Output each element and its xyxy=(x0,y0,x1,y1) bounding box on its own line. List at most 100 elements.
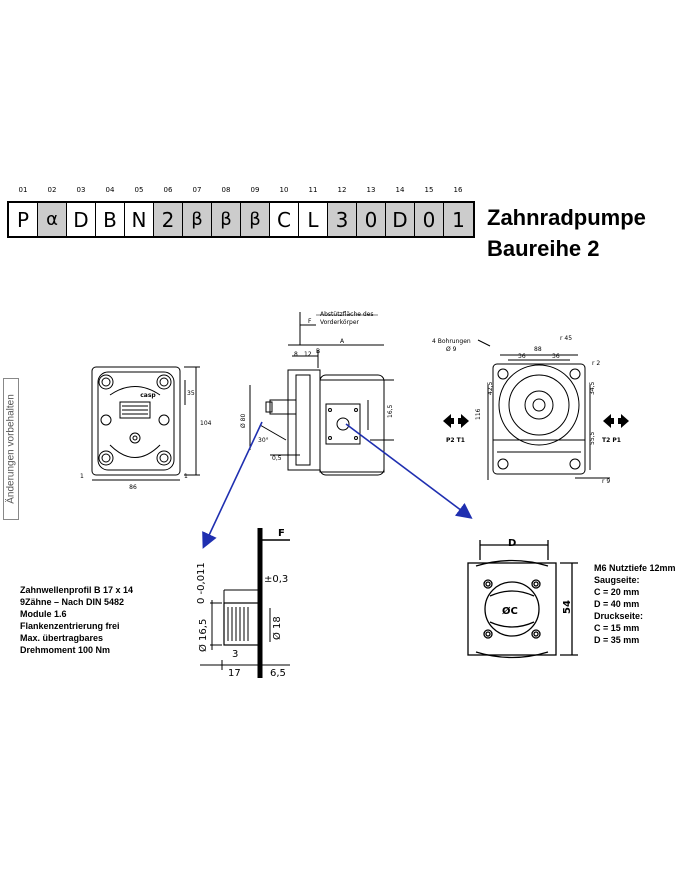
code-position-14: 14 xyxy=(395,186,405,194)
port-notes-line: Druckseite: xyxy=(594,611,644,621)
dim-104: 104 xyxy=(200,420,212,427)
code-cell-01: P xyxy=(9,203,38,236)
code-position-13: 13 xyxy=(366,186,376,194)
shaft-notes-line: Max. übertragbares xyxy=(20,633,104,643)
dim-12: 12 xyxy=(304,351,312,358)
dim-r2: r 2 xyxy=(592,360,600,367)
dim-30deg: 30° xyxy=(258,437,269,444)
port-dim-d: D xyxy=(508,538,516,549)
code-position-12: 12 xyxy=(337,186,347,194)
port-dim-54: 54 xyxy=(562,600,573,614)
code-cell-11: L xyxy=(299,203,328,236)
code-position-07: 07 xyxy=(192,186,202,194)
port-notes-line: C = 15 mm xyxy=(594,623,640,633)
code-position-02: 02 xyxy=(47,186,57,194)
code-cell-04: B xyxy=(96,203,125,236)
dim-345: 34,5 xyxy=(589,381,596,395)
code-cell-13: 0 xyxy=(357,203,386,236)
dim-88: 88 xyxy=(534,346,542,353)
bores-label: 4 Bohrungen xyxy=(432,338,471,345)
force-label-small: F xyxy=(308,318,312,325)
code-cell-09: β xyxy=(241,203,270,236)
shaft-notes-line: 9Zähne – Nach DIN 5482 xyxy=(20,597,125,607)
code-position-11: 11 xyxy=(308,186,318,194)
code-position-01: 01 xyxy=(18,186,28,194)
dia-165: Ø 16,5 xyxy=(197,619,209,652)
dim-36b: 36 xyxy=(552,353,560,360)
dim-1-left: 1 xyxy=(80,473,84,480)
dim-425: 42,5 xyxy=(487,381,494,395)
code-position-09: 09 xyxy=(250,186,260,194)
dia-18: Ø 18 xyxy=(271,616,283,640)
port-notes-line: M6 Nutztiefe 12mm xyxy=(594,563,676,573)
code-position-08: 08 xyxy=(221,186,231,194)
logo-text: casp xyxy=(140,392,156,399)
dim-r9: r 9 xyxy=(602,478,610,485)
dim-3: 3 xyxy=(232,649,238,660)
code-cell-07: β xyxy=(183,203,212,236)
dim-86: 86 xyxy=(129,484,137,491)
code-cell-12: 3 xyxy=(328,203,357,236)
front-view-right xyxy=(477,339,610,480)
dim-80: Ø 80 xyxy=(240,414,247,428)
port-detail xyxy=(467,540,578,659)
port-notes-line: D = 40 mm xyxy=(594,599,640,609)
dim-555: 55,5 xyxy=(589,431,596,445)
port-dim-c: ØC xyxy=(502,605,518,617)
dim-a: A xyxy=(340,338,345,345)
support-face-label: Abstützfläche des xyxy=(320,311,373,318)
title-line-2: Baureihe 2 xyxy=(487,236,600,261)
dim-35: 35 xyxy=(187,390,195,397)
side-note: Änderungen vorbehalten xyxy=(3,378,19,520)
dim-65: 6,5 xyxy=(270,668,286,679)
p2t1-label: P2 T1 xyxy=(446,437,465,444)
code-cell-05: N xyxy=(125,203,154,236)
force-label-big: F xyxy=(278,528,285,539)
dim-1-right: 1 xyxy=(184,473,188,480)
code-position-16: 16 xyxy=(453,186,463,194)
code-position-06: 06 xyxy=(163,186,173,194)
code-cell-03: D xyxy=(67,203,96,236)
dim-36a: 36 xyxy=(518,353,526,360)
port-notes-line: Saugseite: xyxy=(594,575,640,585)
bore-dia-label: Ø 9 xyxy=(446,346,457,353)
tol-03: ±0,3 xyxy=(264,574,288,585)
side-view xyxy=(249,312,394,476)
code-position-03: 03 xyxy=(76,186,86,194)
shaft-detail xyxy=(200,528,290,678)
flow-arrows-right xyxy=(603,414,629,428)
code-position-10: 10 xyxy=(279,186,289,194)
code-cell-15: 0 xyxy=(415,203,444,236)
shaft-notes-line: Flankenzentrierung frei xyxy=(20,621,120,631)
code-cell-08: β xyxy=(212,203,241,236)
code-cell-02: α xyxy=(38,203,67,236)
dim-05: 0,5 xyxy=(272,455,282,462)
shaft-notes-line: Module 1.6 xyxy=(20,609,67,619)
front-body-label: Vorderkörper xyxy=(320,319,360,326)
flow-arrows-left xyxy=(443,414,469,428)
dim-8: 8 xyxy=(294,351,298,358)
title-line-1: Zahnradpumpe xyxy=(487,205,646,230)
port-notes-line: D = 35 mm xyxy=(594,635,640,645)
dim-b: B xyxy=(316,348,320,355)
shaft-notes-line: Zahnwellenprofil B 17 x 14 xyxy=(20,585,134,595)
dim-116: 116 xyxy=(475,408,482,420)
shaft-notes: Zahnwellenprofil B 17 x 14 9Zähne – Nach … xyxy=(20,584,133,656)
code-position-15: 15 xyxy=(424,186,434,194)
dim-r45: r 45 xyxy=(560,335,572,342)
code-cell-06: 2 xyxy=(154,203,183,236)
code-cell-10: C xyxy=(270,203,299,236)
detail-arrow-shaft xyxy=(202,421,263,549)
code-position-05: 05 xyxy=(134,186,144,194)
dim-17: 17 xyxy=(228,668,241,679)
front-view-left xyxy=(91,366,200,481)
tol-shaft: 0 -0,011 xyxy=(196,562,207,604)
shaft-notes-line: Drehmoment 100 Nm xyxy=(20,645,111,655)
detail-arrow-port xyxy=(345,423,473,519)
code-position-04: 04 xyxy=(105,186,115,194)
code-cell-14: D xyxy=(386,203,415,236)
port-notes-line: C = 20 mm xyxy=(594,587,640,597)
